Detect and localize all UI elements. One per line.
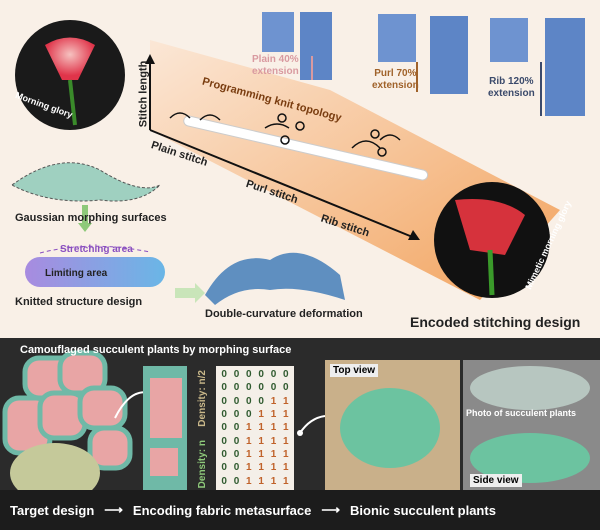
bit-cell: 0: [233, 475, 240, 487]
bit-cell: 0: [221, 382, 227, 394]
density-half-label: Density: n/2: [197, 370, 208, 427]
bit-cell: 0: [283, 369, 289, 381]
knitted-structure-label: Knitted structure design: [15, 296, 143, 308]
stitch-symbols: [169, 112, 401, 157]
bit-cell: 1: [270, 395, 277, 407]
bit-cell: 1: [270, 462, 277, 474]
top-view-label: Top view: [330, 364, 379, 377]
encoding-label: Encoding fabric metasurface: [132, 502, 312, 518]
stitch-arrow: [149, 129, 416, 239]
bit-cell: 0: [221, 395, 227, 407]
side-view-label: Side view: [470, 474, 522, 487]
knitted-tube: [25, 257, 165, 287]
diagram-graphics: [11, 12, 585, 305]
bit-cell: 0: [283, 382, 289, 394]
bit-cell: 1: [283, 422, 289, 434]
gaussian-surface: [11, 162, 161, 202]
bit-cell: 0: [233, 422, 240, 434]
bit-cell: 1: [258, 422, 264, 434]
bit-cell: 1: [270, 422, 277, 434]
bit-cell: 1: [258, 449, 264, 461]
bit-cell: 1: [283, 409, 289, 421]
bit-cell: 0: [258, 395, 264, 407]
workflow-bar: Target design ⟶ Encoding fabric metasurf…: [0, 490, 600, 530]
bit-cell: 0: [233, 435, 240, 447]
bit-cell: 0: [233, 369, 240, 381]
arrow-icon: ⟶: [104, 502, 123, 517]
bit-cell: 0: [233, 462, 240, 474]
knitted-strip: [183, 115, 429, 181]
bit-cell: 0: [221, 409, 227, 421]
bit-cell: 1: [258, 462, 264, 474]
succulent-graphics: [2, 350, 600, 503]
bit-cell: 0: [221, 369, 227, 381]
bit-cell: 0: [233, 409, 240, 421]
bit-cell: 1: [246, 435, 252, 447]
bit-cell: 0: [221, 449, 227, 461]
bit-cell: 1: [283, 449, 289, 461]
bottom-title: Camouflaged succulent plants by morphing…: [20, 344, 292, 356]
purl-extension-label: Purl 70%extension: [372, 68, 419, 91]
knit-topology-panel: Morning glory Stitch length Programming …: [11, 12, 585, 330]
bit-cell: 0: [270, 369, 277, 381]
bit-cell: 0: [246, 409, 252, 421]
bit-cell: 0: [270, 382, 277, 394]
photo-label: Photo of succulent plants: [466, 408, 577, 418]
double-curvature-shape: [205, 252, 345, 305]
bit-cell: 0: [233, 382, 240, 394]
bit-cell: 0: [233, 395, 240, 407]
bit-cell: 1: [270, 449, 277, 461]
bit-cell: 1: [270, 435, 277, 447]
bit-cell: 1: [246, 462, 252, 474]
bit-cell: 0: [221, 475, 227, 487]
bit-cell: 0: [246, 395, 252, 407]
bit-cell: 1: [258, 475, 264, 487]
bit-cell: 0: [246, 369, 252, 381]
bit-cell: 1: [246, 422, 252, 434]
bit-cell: 0: [221, 462, 227, 474]
target-design-label: Target design: [10, 502, 95, 518]
bit-cell: 1: [283, 462, 289, 474]
bit-cell: 1: [246, 449, 252, 461]
bit-cell: 0: [258, 382, 264, 394]
density-n-label: Density: n: [197, 440, 208, 489]
plain-extension-label: Plain 40%extension: [252, 54, 299, 77]
bit-cell: 1: [270, 409, 277, 421]
encoded-stitching-label: Encoded stitching design: [410, 314, 581, 330]
bit-cell: 1: [283, 435, 289, 447]
arrow-icon: ⟶: [321, 502, 341, 517]
succulent-photo: [10, 443, 100, 503]
bit-cell: 0: [221, 422, 227, 434]
bit-cell: 1: [258, 409, 264, 421]
target-design-pattern: [2, 350, 133, 471]
gaussian-label: Gaussian morphing surfaces: [15, 212, 167, 224]
limiting-area-label: Limiting area: [45, 268, 108, 279]
bit-cell: 1: [283, 395, 289, 407]
bit-cell: 1: [258, 435, 264, 447]
bit-cell: 0: [221, 435, 227, 447]
bit-cell: 1: [246, 475, 252, 487]
rib-extension-label: Rib 120%extension: [488, 76, 535, 99]
bit-cell: 0: [258, 369, 264, 381]
stretching-area-label: Stretching area: [60, 244, 133, 255]
bit-cell: 0: [246, 382, 252, 394]
bit-cell: 1: [270, 475, 277, 487]
double-curvature-label: Double-curvature deformation: [205, 308, 363, 320]
bionic-label: Bionic succulent plants: [350, 502, 496, 518]
stitch-length-label: Stitch length: [137, 60, 150, 128]
bit-cell: 1: [283, 475, 289, 487]
bit-cell: 0: [233, 449, 240, 461]
